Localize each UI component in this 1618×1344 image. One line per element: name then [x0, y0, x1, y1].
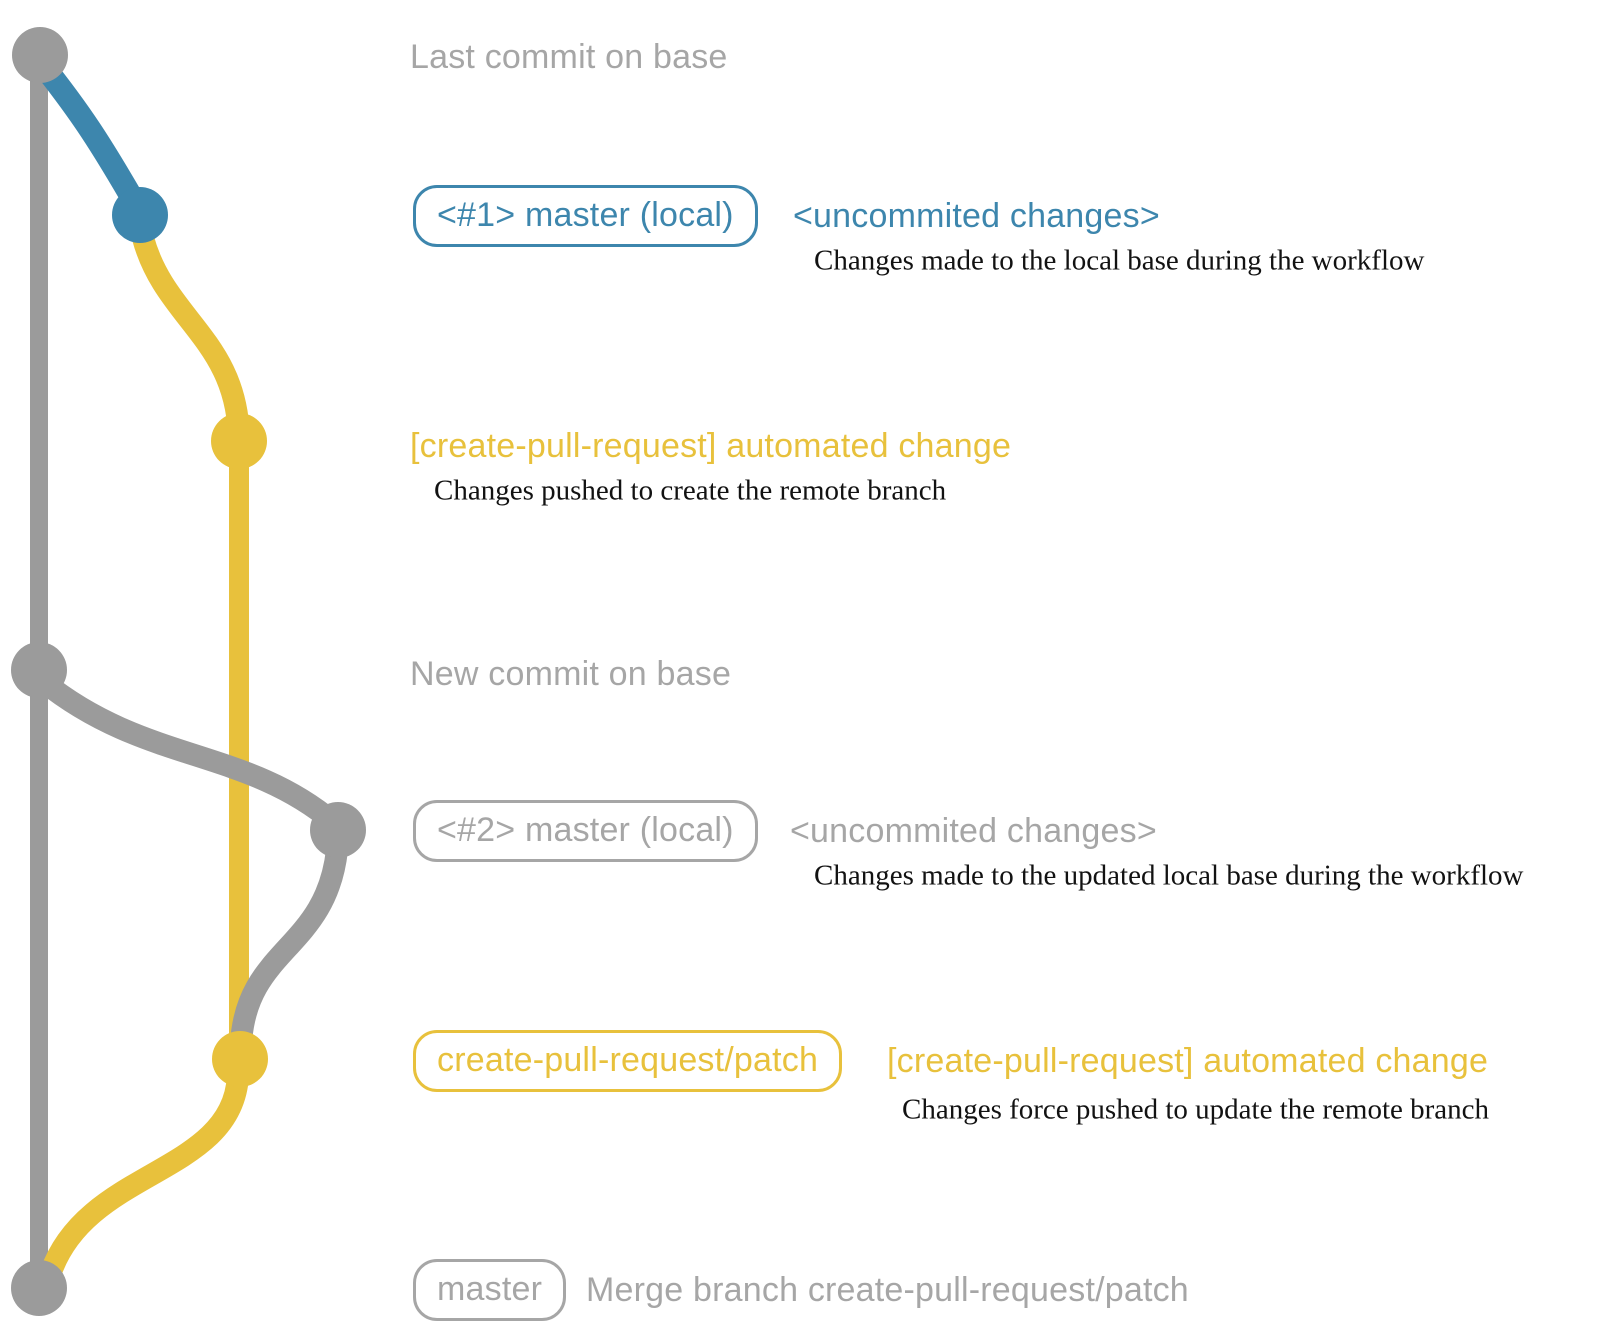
- label-automated-change-2: [create-pull-request] automated change: [887, 1042, 1489, 1080]
- commit-node-patch-2: [212, 1031, 268, 1087]
- branch-badge-master-local-2: <#2> master (local): [413, 800, 758, 862]
- local-branch-line-1: [30, 52, 151, 222]
- note-updated-local-base-changes: Changes made to the updated local base d…: [814, 859, 1524, 892]
- note-local-base-changes: Changes made to the local base during th…: [814, 244, 1425, 277]
- branch-badge-master-local-1: <#1> master (local): [413, 185, 758, 247]
- commit-node-new-on-base: [11, 642, 67, 698]
- branch-badge-master: master: [413, 1259, 567, 1321]
- commit-node-merge: [11, 1260, 67, 1316]
- git-graph: [11, 27, 366, 1316]
- note-force-pushed-update: Changes force pushed to update the remot…: [902, 1093, 1490, 1126]
- label-uncommitted-changes-1: <uncommited changes>: [793, 197, 1160, 235]
- commit-node-uncommitted-2: [310, 802, 366, 858]
- local-branch-line-2-in: [230, 839, 348, 1055]
- patch-branch-curve-top: [132, 227, 250, 453]
- label-merge-message: Merge branch create-pull-request/patch: [586, 1271, 1189, 1309]
- commit-node-uncommitted-1: [112, 187, 168, 243]
- branch-badge-patch: create-pull-request/patch: [413, 1030, 843, 1092]
- commit-node-last-on-base: [12, 27, 68, 83]
- label-automated-change-1: [create-pull-request] automated change: [410, 427, 1012, 465]
- local-branch-line-2-out: [33, 671, 344, 833]
- commit-node-patch-1: [211, 413, 267, 469]
- patch-merge-curve: [40, 1065, 249, 1283]
- note-pushed-create-remote: Changes pushed to create the remote bran…: [434, 474, 947, 507]
- label-new-commit-on-base: New commit on base: [410, 655, 732, 693]
- label-uncommitted-changes-2: <uncommited changes>: [790, 812, 1157, 850]
- label-last-commit-on-base: Last commit on base: [410, 38, 728, 76]
